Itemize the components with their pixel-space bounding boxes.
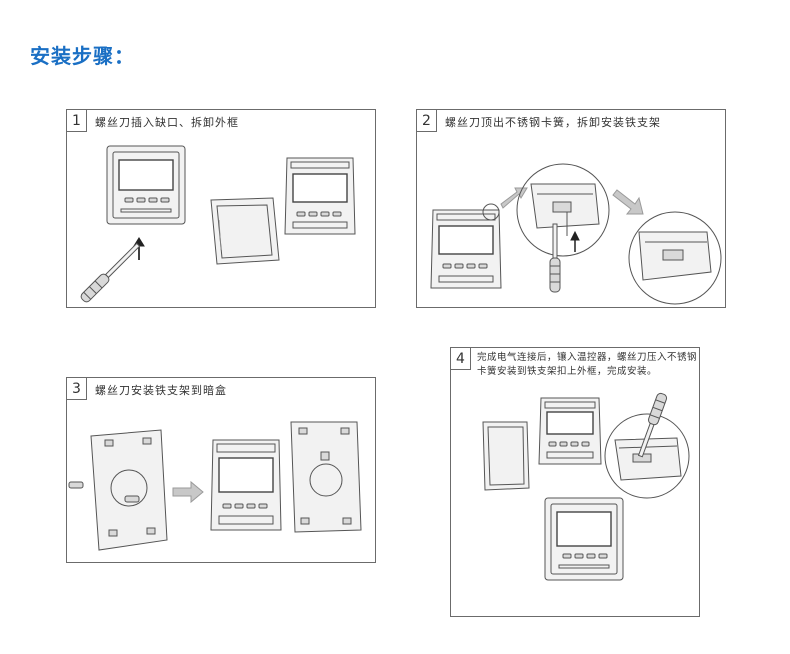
step-3-panel: 3 螺丝刀安装铁支架到暗盒 — [66, 377, 376, 563]
diagonal-arrow-icon — [612, 189, 644, 215]
step-2-number: 2 — [417, 110, 437, 132]
thermostat-with-bracket — [538, 397, 602, 465]
right-arrow-icon — [172, 480, 204, 504]
step-1-panel: 1 螺丝刀插入缺口、拆卸外框 — [66, 109, 376, 308]
thermostat-with-bracket — [210, 439, 282, 531]
thermostat-installed — [544, 497, 624, 581]
zoom-detail-1 — [516, 163, 610, 257]
screwdriver-icon — [80, 242, 141, 303]
outer-frame — [482, 421, 530, 491]
step-1-text: 螺丝刀插入缺口、拆卸外框 — [95, 116, 239, 129]
thermostat-with-bracket — [430, 209, 502, 289]
step-4-text-line1: 完成电气连接后，镶入温控器，螺丝刀压入不锈钢 — [477, 352, 698, 363]
step-3-illustration — [68, 421, 362, 551]
step-2-illustration — [430, 163, 722, 305]
up-arrow-icon — [570, 230, 580, 252]
right-arrow-icon — [500, 187, 528, 209]
step-2-panel: 2 螺丝刀顶出不锈钢卡簧，拆卸安装铁支架 — [416, 109, 726, 308]
step-3-number: 3 — [67, 378, 87, 400]
step-3-text: 螺丝刀安装铁支架到暗盒 — [95, 384, 227, 397]
zoom-detail-2 — [628, 211, 722, 305]
thermostat-framed — [106, 145, 186, 225]
page-title: 安装步骤： — [30, 44, 135, 68]
step-4-illustration — [482, 392, 690, 581]
step-1-number: 1 — [67, 110, 87, 132]
screwdriver-icon — [637, 392, 668, 458]
step-4-number: 4 — [451, 348, 471, 370]
screw-icon — [68, 481, 140, 503]
thermostat-unframed — [284, 157, 356, 235]
screwdriver-icon — [549, 223, 561, 293]
step-1-illustration — [80, 145, 356, 303]
step-4-text: 完成电气连接后，镶入温控器，螺丝刀压入不锈钢 卡簧安装到铁支架扣上外框，完成安装… — [477, 351, 697, 379]
zoom-detail — [604, 413, 690, 499]
outer-frame — [210, 197, 280, 265]
mounting-bracket — [90, 429, 168, 551]
step-2-text: 螺丝刀顶出不锈钢卡簧，拆卸安装铁支架 — [445, 116, 661, 129]
mounting-bracket-back — [290, 421, 362, 533]
step-4-panel: 4 完成电气连接后，镶入温控器，螺丝刀压入不锈钢 卡簧安装到铁支架扣上外框，完成… — [450, 347, 700, 617]
step-4-text-line2: 卡簧安装到铁支架扣上外框，完成安装。 — [477, 366, 658, 377]
